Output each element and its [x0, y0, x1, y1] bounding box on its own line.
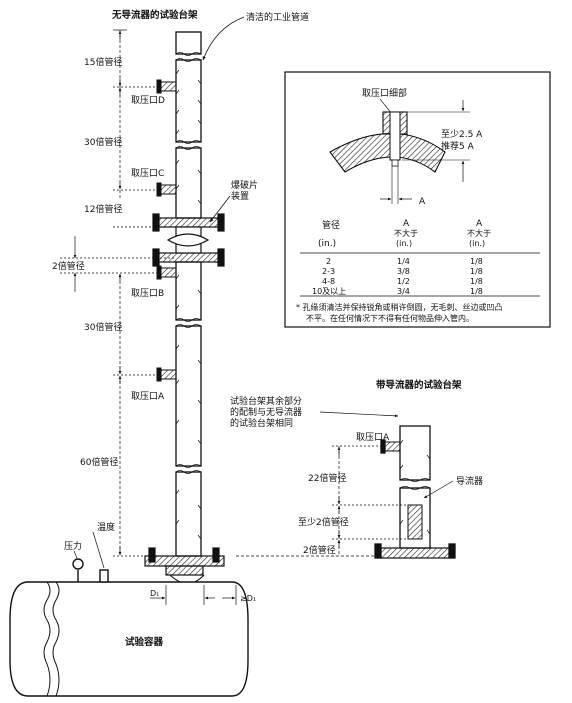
- tap-c-label: 取压口C: [131, 168, 164, 179]
- right-pipe: [374, 425, 456, 559]
- footnote-line-1: * 孔缘须清洁并保持锐角或稍许倒圆，无毛刺、丝边或凹凸: [296, 302, 503, 312]
- d1-right-label: ≥D₁: [240, 594, 256, 603]
- th-a2: A: [476, 219, 483, 229]
- th-pipe-unit: (in.): [318, 239, 336, 249]
- table-cell: 1/8: [470, 277, 483, 286]
- table-cell: 1/8: [470, 257, 483, 266]
- table-cell: 3/4: [397, 287, 410, 296]
- dim-12d: 12倍管径: [84, 203, 122, 215]
- table-cell: 1/2: [397, 277, 410, 286]
- dim-60d: 60倍管径: [80, 456, 118, 468]
- dim-min-2d: 至少2倍管径: [298, 516, 349, 528]
- pressure-leader: [73, 550, 78, 559]
- burst-disk-label-1: 爆破片: [231, 179, 258, 191]
- note-min: 至少2.5 A: [441, 129, 483, 140]
- table-cell: 2-3: [322, 267, 335, 276]
- right-note-2: 的配制与无导流器: [230, 406, 302, 418]
- bottom-flange: [144, 547, 225, 585]
- dim-22d: 22倍管径: [308, 472, 346, 484]
- right-setup-title: 带导流器的试验台架: [376, 379, 462, 391]
- pressure-label: 压力: [64, 540, 82, 552]
- table-cell: 3/8: [397, 267, 410, 276]
- right-dimension-lines: [236, 445, 408, 557]
- right-tap-a-label: 取压口A: [356, 432, 390, 443]
- dim-15d: 15倍管径: [84, 56, 122, 68]
- detail-box: 取压口细部: [284, 71, 551, 328]
- right-note-3: 的试验台架相同: [230, 417, 293, 429]
- table-cell: 1/4: [397, 257, 410, 266]
- dim-2d: 2倍管径: [52, 260, 85, 272]
- dim-a-label: A: [419, 197, 426, 207]
- vessel-name: 试验容器: [125, 636, 164, 648]
- temp-leader: [92, 531, 105, 569]
- right-note-leader: [319, 411, 399, 418]
- straightener-leader: [423, 480, 454, 499]
- th-a1-unit: (in.): [396, 239, 412, 248]
- tap-size-table: 管径 (in.) A 不大于 (in.) A 不大于 (in.) 2 1/4 1…: [300, 219, 540, 297]
- pipe-leader: [202, 16, 245, 61]
- straightener-label: 导流器: [456, 475, 483, 487]
- tap-d-label: 取压口D: [131, 95, 165, 106]
- footnote-line-2: 不平。在任何情况下不得有任何物品伸入管内。: [306, 313, 474, 323]
- d1-dimensions: [150, 585, 237, 605]
- dim-right-2d: 2倍管径: [303, 544, 336, 556]
- th-a1: A: [403, 219, 410, 229]
- dim-30d-upper: 30倍管径: [84, 136, 122, 148]
- main-pipe: [175, 31, 202, 557]
- table-cell: 1/8: [470, 267, 483, 276]
- th-a2-sub: 不大于: [467, 228, 491, 238]
- left-dimension-lines: [60, 29, 176, 557]
- th-a1-sub: 不大于: [394, 228, 418, 238]
- table-cell: 2: [326, 257, 331, 266]
- burst-disk-label-2: 装置: [231, 190, 249, 202]
- main-title: 无导流器的试验台架: [111, 9, 198, 21]
- temp-label: 温度: [97, 521, 115, 533]
- burst-disk-flange: [152, 213, 225, 267]
- table-cell: 4-8: [322, 277, 335, 286]
- tap-a-label: 取压口A: [131, 391, 165, 402]
- detail-title: 取压口细部: [362, 87, 407, 99]
- dim-30d-lower: 30倍管径: [84, 321, 122, 333]
- pipe-label: 清洁的工业管道: [246, 11, 309, 23]
- note-recommended: 推荐5 A: [441, 140, 475, 152]
- table-cell: 10及以上: [312, 287, 346, 296]
- burst-disk-leader: [209, 195, 231, 223]
- th-a2-unit: (in.): [469, 239, 485, 248]
- d1-left-label: D₁: [150, 589, 159, 598]
- th-pipe-size: 管径: [322, 219, 340, 231]
- table-cell: 1/8: [470, 287, 483, 296]
- tap-b-label: 取压口B: [131, 288, 164, 299]
- right-note-1: 试验台架其余部分: [230, 395, 302, 407]
- pressure-taps: [156, 79, 177, 382]
- test-vessel: [9, 558, 249, 697]
